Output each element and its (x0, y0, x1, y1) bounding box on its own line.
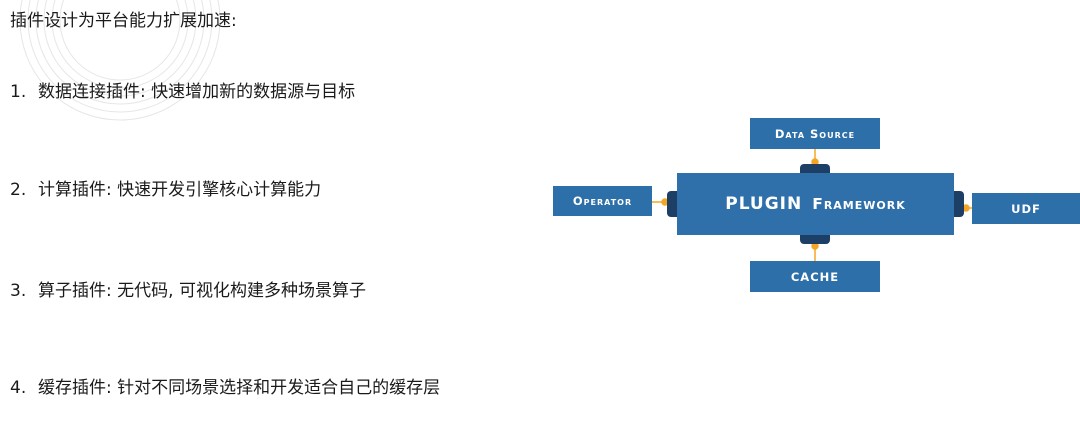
list-item-number: 4. (10, 378, 27, 398)
list-item-number: 3. (10, 281, 27, 301)
list-item: 3. 算子插件: 无代码, 可视化构建多种场景算子 (10, 279, 366, 303)
connector-tab-bottom (800, 234, 830, 244)
cache-label: CACHE (790, 269, 840, 284)
list-item-number: 1. (10, 82, 27, 102)
operator-box: Operator (553, 186, 652, 216)
plugin-framework-label-2: Framework (812, 195, 906, 213)
list-item-text: 缓存插件: 针对不同场景选择和开发适合自己的缓存层 (38, 378, 441, 398)
connector-tab-top (800, 164, 830, 174)
decorative-circles (19, 0, 221, 121)
udf-label: UDF (1011, 201, 1041, 216)
list-item-number: 2. (10, 180, 27, 200)
connector-tab-left (667, 191, 678, 217)
list-item-text: 计算插件: 快速开发引擎核心计算能力 (38, 180, 322, 200)
udf-box: UDF (972, 193, 1080, 224)
data-source-box: Data Source (750, 118, 880, 149)
list-item: 1. 数据连接插件: 快速增加新的数据源与目标 (10, 80, 355, 104)
list-item-text: 数据连接插件: 快速增加新的数据源与目标 (38, 82, 356, 102)
data-source-label: Data Source (774, 126, 856, 141)
list-item: 4. 缓存插件: 针对不同场景选择和开发适合自己的缓存层 (10, 376, 440, 400)
plugin-framework-label-1: PLUGIN (725, 194, 803, 214)
page-heading: 插件设计为平台能力扩展加速: (10, 11, 237, 31)
plugin-framework-box: PLUGIN Framework (677, 173, 954, 235)
connector-tab-right (953, 191, 964, 217)
cache-box: CACHE (750, 261, 880, 292)
operator-label: Operator (572, 194, 633, 208)
plugin-framework-diagram: PLUGIN Framework Data Source Operator UD… (550, 115, 1080, 295)
list-item: 2. 计算插件: 快速开发引擎核心计算能力 (10, 178, 321, 202)
list-item-text: 算子插件: 无代码, 可视化构建多种场景算子 (38, 281, 366, 301)
